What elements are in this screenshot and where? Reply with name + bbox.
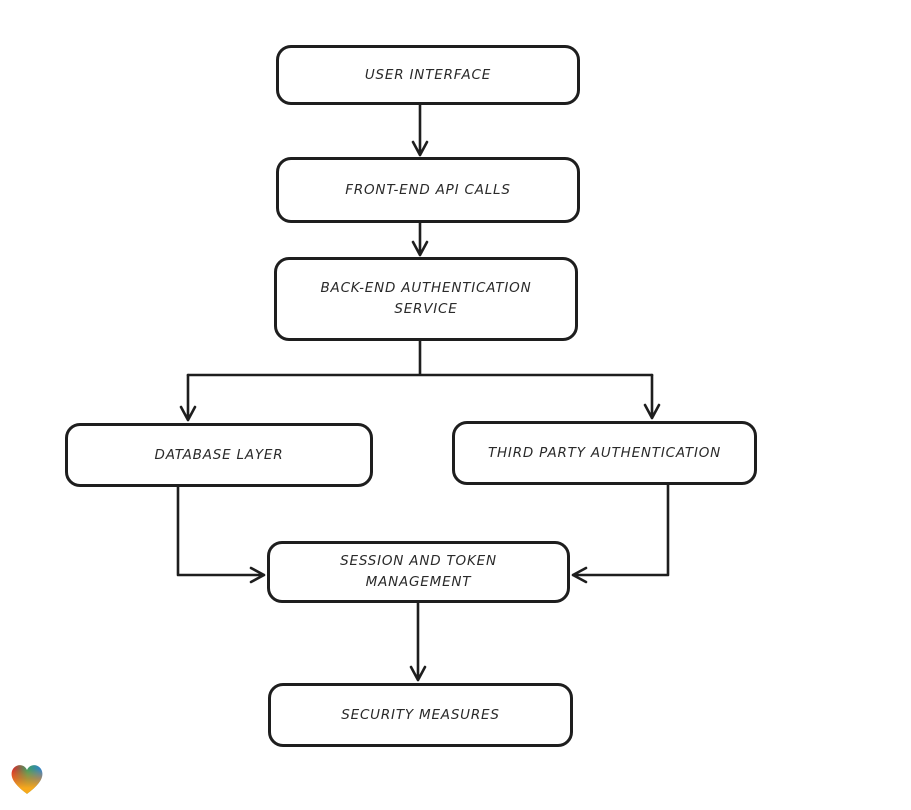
- edge-ui-to-frontend: [411, 101, 429, 157]
- node-third-party-authentication: THIRD PARTY AUTHENTICATION: [452, 421, 757, 485]
- node-database-layer-label: DATABASE LAYER: [154, 446, 284, 463]
- edge-backend-branch: [186, 339, 654, 377]
- node-third-party-authentication-label: THIRD PARTY AUTHENTICATION: [487, 444, 722, 461]
- node-front-end-api-calls-label: FRONT-END API CALLS: [345, 181, 511, 198]
- node-front-end-api-calls: FRONT-END API CALLS: [276, 157, 580, 223]
- node-security-measures: SECURITY MEASURES: [268, 683, 573, 747]
- node-session-and-token-management-label: SESSION AND TOKEN MANAGEMENT: [340, 553, 497, 590]
- edge-database-to-session: [176, 485, 266, 584]
- edge-branch-to-thirdparty: [643, 373, 661, 420]
- gradient-heart-logo[interactable]: [10, 763, 44, 796]
- edge-branch-to-database: [179, 373, 197, 422]
- edge-frontend-to-backend: [411, 221, 429, 257]
- node-security-measures-label: SECURITY MEASURES: [341, 706, 500, 723]
- edge-thirdparty-to-session: [571, 483, 670, 584]
- edge-session-to-security: [409, 601, 427, 682]
- node-user-interface: USER INTERFACE: [276, 45, 580, 105]
- node-database-layer: DATABASE LAYER: [65, 423, 373, 487]
- node-user-interface-label: USER INTERFACE: [364, 66, 492, 83]
- node-back-end-authentication-service: BACK-END AUTHENTICATION SERVICE: [274, 257, 578, 341]
- node-back-end-authentication-service-label: BACK-END AUTHENTICATION SERVICE: [320, 280, 532, 317]
- node-session-and-token-management: SESSION AND TOKEN MANAGEMENT: [267, 541, 570, 603]
- heart-icon: [11, 765, 43, 794]
